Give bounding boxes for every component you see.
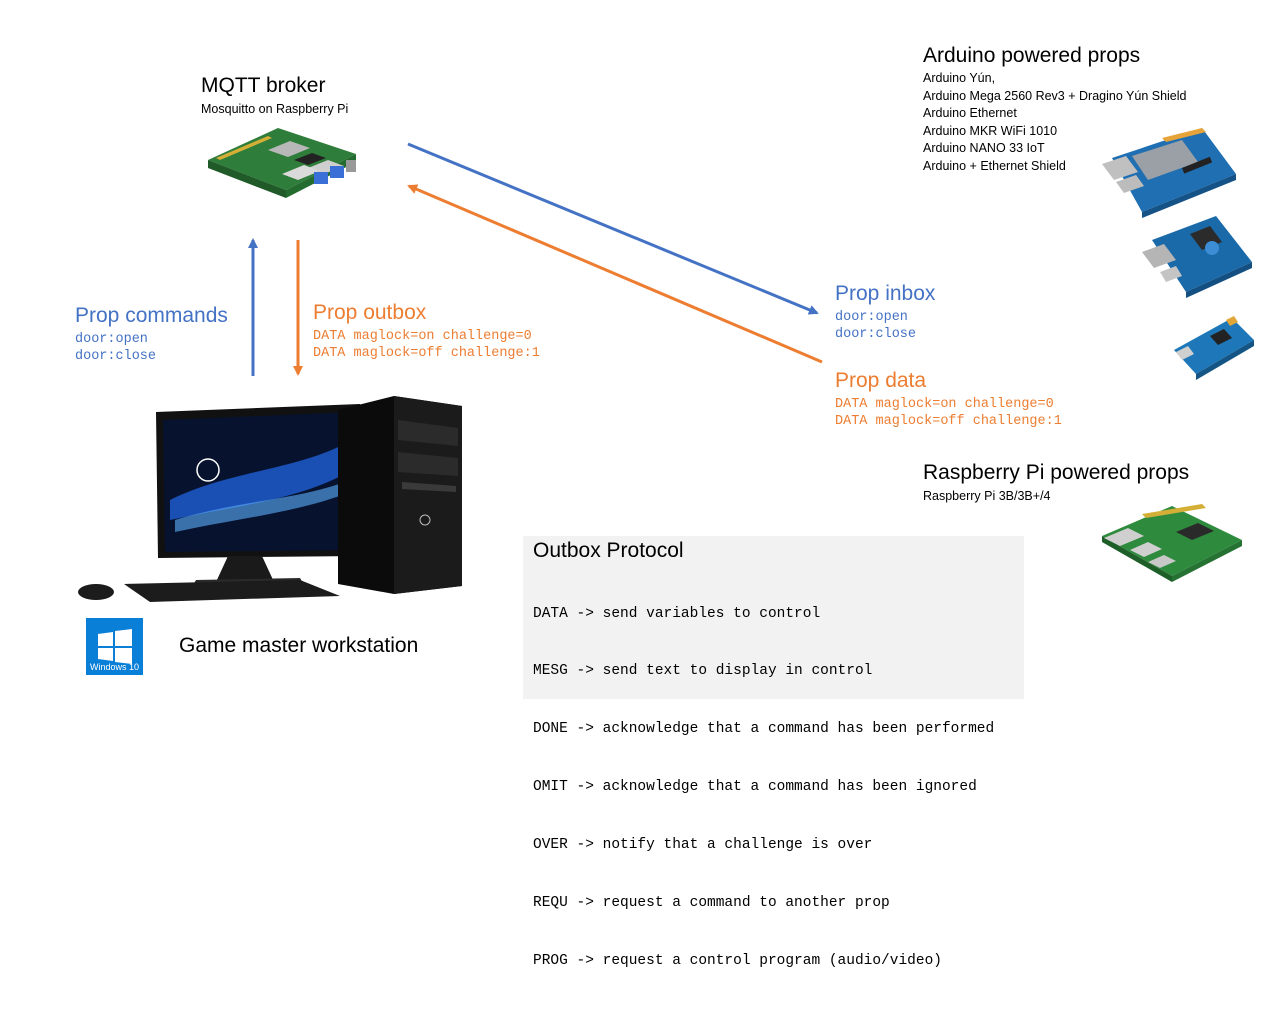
protocol-line-requ: REQU -> request a command to another pro… [533, 895, 890, 912]
prop-inbox-line-1: door:open [835, 310, 908, 325]
prop-outbox-line-1: DATA maglock=on challenge=0 [313, 329, 532, 344]
raspberry-subtitle: Raspberry Pi 3B/3B+/4 [923, 489, 1051, 503]
windows-10-badge: Windows 10 [86, 618, 143, 675]
protocol-line-over: OVER -> notify that a challenge is over [533, 837, 873, 854]
protocol-title: Outbox Protocol [533, 539, 684, 562]
protocol-lines: DATA -> send variables to control MESG -… [533, 566, 994, 1010]
arduino-item-6: Arduino + Ethernet Shield [923, 158, 1066, 173]
windows-badge-text: Windows 10 [89, 662, 140, 672]
arrow-prop-inbox [407, 142, 819, 315]
protocol-line-prog: PROG -> request a control program (audio… [533, 952, 942, 969]
prop-commands-line-1: door:open [75, 332, 148, 347]
prop-outbox-line-2: DATA maglock=off challenge:1 [313, 346, 540, 361]
prop-inbox-line-2: door:close [835, 327, 917, 342]
arduino-item-3: Arduino Ethernet [923, 106, 1017, 121]
arduino-item-5: Arduino NANO 33 IoT [923, 141, 1045, 156]
broker-subtitle: Mosquitto on Raspberry Pi [201, 102, 349, 116]
arduino-title: Arduino powered props [923, 44, 1141, 67]
raspberry-title: Raspberry Pi powered props [923, 461, 1190, 484]
windows-logo-icon [98, 629, 132, 664]
arduino-item-4: Arduino MKR WiFi 1010 [923, 123, 1058, 138]
arrows-layer [248, 142, 823, 376]
arduino-item-1: Arduino Yún, [923, 71, 996, 85]
arduino-item-2: Arduino Mega 2560 Rev3 + Dragino Yún Shi… [923, 88, 1187, 103]
outbox-protocol-panel: Outbox Protocol DATA -> send variables t… [523, 536, 1024, 969]
prop-outbox-label: Prop outbox [313, 301, 427, 324]
protocol-line-mesg: MESG -> send text to display in control [533, 663, 873, 680]
prop-data-line-2: DATA maglock=off challenge:1 [835, 414, 1062, 429]
arduino-list: Arduino Yún, Arduino Mega 2560 Rev3 + Dr… [923, 70, 1187, 176]
prop-inbox-label: Prop inbox [835, 282, 936, 305]
workstation-title: Game master workstation [179, 634, 419, 657]
prop-commands-label: Prop commands [75, 304, 228, 327]
protocol-line-omit: OMIT -> acknowledge that a command has b… [533, 779, 977, 796]
protocol-line-done: DONE -> acknowledge that a command has b… [533, 721, 995, 738]
broker-title: MQTT broker [201, 74, 326, 97]
protocol-line-data: DATA -> send variables to control [533, 605, 821, 622]
prop-data-line-1: DATA maglock=on challenge=0 [835, 397, 1054, 412]
prop-commands-line-2: door:close [75, 349, 157, 364]
arrow-prop-data [407, 184, 823, 364]
prop-data-label: Prop data [835, 369, 927, 392]
